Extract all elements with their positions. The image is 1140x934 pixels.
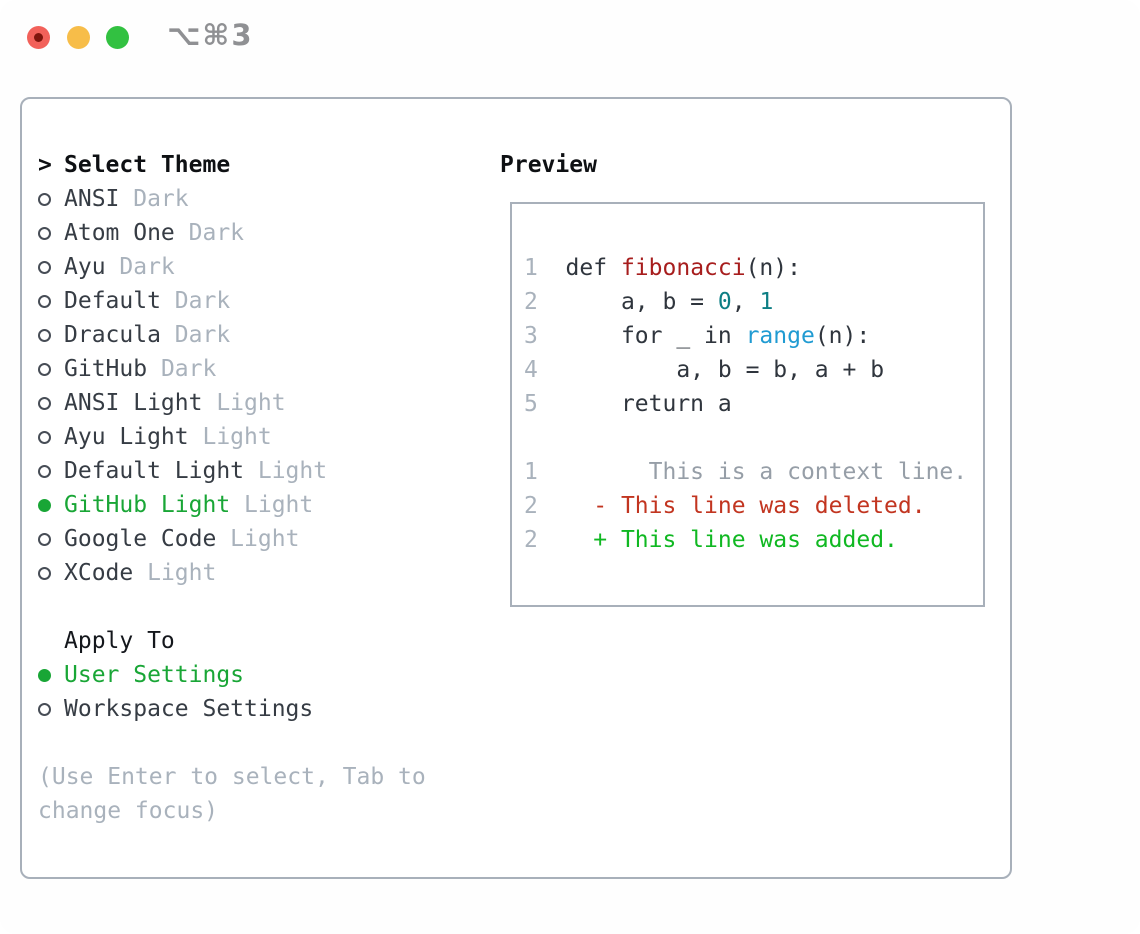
apply-option-workspace-settings[interactable]: Workspace Settings <box>38 692 426 726</box>
theme-name: GitHub Light <box>64 492 231 518</box>
radio-icon <box>38 703 51 716</box>
theme-option-xcode[interactable]: XCode Light <box>38 556 426 590</box>
theme-tag: Dark <box>119 186 189 212</box>
minimize-button[interactable] <box>67 26 90 49</box>
row-marker <box>38 692 64 726</box>
theme-tag: Dark <box>147 356 217 382</box>
theme-option-default-light[interactable]: Default Light Light <box>38 454 426 488</box>
radio-icon <box>38 397 51 410</box>
radio-icon <box>38 567 51 580</box>
row-marker <box>38 216 64 250</box>
hint-text: (Use Enter to select, Tab to <box>38 764 426 790</box>
theme-name: ANSI <box>64 186 120 212</box>
theme-name: Atom One <box>64 220 175 246</box>
zoom-button[interactable] <box>106 26 129 49</box>
titlebar: ⌥⌘3 <box>0 0 1140 74</box>
radio-icon <box>38 295 51 308</box>
theme-tag: Light <box>188 424 272 450</box>
apply-option-label: User Settings <box>64 662 245 688</box>
row-marker <box>38 250 64 284</box>
row-marker <box>38 658 64 692</box>
theme-tag: Dark <box>105 254 175 280</box>
radio-icon <box>38 261 51 274</box>
theme-option-ayu[interactable]: Ayu Dark <box>38 250 426 284</box>
theme-option-ayu-light[interactable]: Ayu Light Light <box>38 420 426 454</box>
theme-tag: Light <box>244 458 328 484</box>
hint-row-0: (Use Enter to select, Tab to <box>38 760 426 794</box>
theme-name: XCode <box>64 560 134 586</box>
preview-title: Preview <box>500 152 597 178</box>
hint-row-1: change focus) <box>38 794 426 828</box>
theme-option-atom-one[interactable]: Atom One Dark <box>38 216 426 250</box>
hint-text: change focus) <box>38 798 219 824</box>
theme-name: GitHub <box>64 356 148 382</box>
row-marker <box>38 420 64 454</box>
radio-icon <box>38 533 51 546</box>
theme-name: Google Code <box>64 526 217 552</box>
radio-icon <box>38 363 51 376</box>
theme-name: ANSI Light <box>64 390 203 416</box>
radio-selected-icon <box>38 669 51 682</box>
theme-tag: Light <box>230 492 314 518</box>
radio-icon <box>38 329 51 342</box>
theme-option-github-light[interactable]: GitHub Light Light <box>38 488 426 522</box>
row-marker <box>38 488 64 522</box>
close-dot-icon <box>34 33 43 42</box>
theme-name: Ayu Light <box>64 424 189 450</box>
theme-name: Default <box>64 288 161 314</box>
radio-icon <box>38 431 51 444</box>
theme-tag: Dark <box>160 322 231 348</box>
theme-tag: Dark <box>174 220 245 246</box>
row-marker <box>38 318 64 352</box>
theme-option-default[interactable]: Default Dark <box>38 284 426 318</box>
radio-icon <box>38 465 51 478</box>
theme-name: Ayu <box>64 254 106 280</box>
spacer-row <box>38 590 426 624</box>
apply-to-header: Apply To <box>64 628 175 654</box>
radio-selected-icon <box>38 499 51 512</box>
row-marker <box>38 454 64 488</box>
theme-name: Default Light <box>64 458 245 484</box>
close-button[interactable] <box>27 26 50 49</box>
theme-option-ansi-light[interactable]: ANSI Light Light <box>38 386 426 420</box>
theme-tag: Light <box>133 560 217 586</box>
row-marker <box>38 556 64 590</box>
row-marker <box>38 522 64 556</box>
row-marker: > <box>38 152 52 178</box>
theme-option-github[interactable]: GitHub Dark <box>38 352 426 386</box>
theme-name: Dracula <box>64 322 161 348</box>
preview-code: 1 def fibonacci(n): 2 a, b = 0, 1 3 for … <box>524 255 968 553</box>
spacer-row <box>38 726 426 760</box>
apply-to-header-row: Apply To <box>38 624 426 658</box>
preview-box: 1 def fibonacci(n): 2 a, b = 0, 1 3 for … <box>510 202 985 607</box>
row-marker <box>38 284 64 318</box>
radio-icon <box>38 193 51 206</box>
theme-tag: Light <box>202 390 286 416</box>
row-marker <box>38 182 64 216</box>
apply-option-user-settings[interactable]: User Settings <box>38 658 426 692</box>
theme-tag: Dark <box>160 288 231 314</box>
row-marker <box>38 386 64 420</box>
theme-option-google-code[interactable]: Google Code Light <box>38 522 426 556</box>
apply-option-label: Workspace Settings <box>64 696 314 722</box>
select-theme-header-row: > Select Theme <box>38 148 426 182</box>
theme-option-ansi[interactable]: ANSI Dark <box>38 182 426 216</box>
select-theme-header: Select Theme <box>64 152 231 178</box>
theme-tag: Light <box>216 526 300 552</box>
theme-option-dracula[interactable]: Dracula Dark <box>38 318 426 352</box>
radio-icon <box>38 227 51 240</box>
row-marker <box>38 352 64 386</box>
window-title: ⌥⌘3 <box>167 18 254 52</box>
